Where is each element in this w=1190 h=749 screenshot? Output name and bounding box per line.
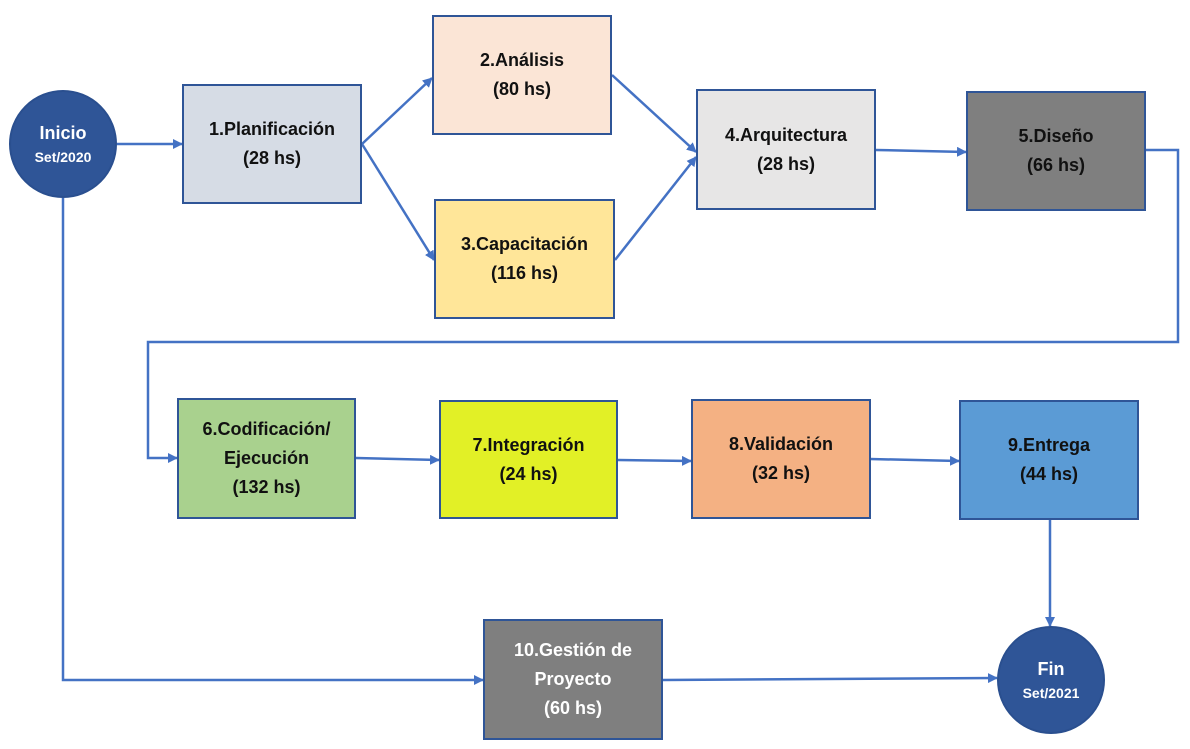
end-node: Fin Set/2021 [997, 626, 1105, 734]
arrow-start-to-gestion [61, 198, 484, 685]
arrow-capacitacion-to-arquitectura [614, 156, 697, 261]
arrow-analisis-to-arquitectura [611, 74, 697, 153]
task-hours: (32 hs) [751, 463, 811, 483]
task-hours: (44 hs) [1019, 464, 1079, 484]
task-codificacion: 6.Codificación/ Ejecución (132 hs) [177, 398, 356, 519]
task-diseno: 5.Diseño (66 hs) [966, 91, 1146, 211]
arrow-diseno-to-codificacion [146, 148, 1180, 463]
task-label: 3.Capacitación [460, 234, 589, 254]
task-integracion: 7.Integración (24 hs) [439, 400, 618, 519]
task-label: 10.Gestión de [513, 640, 633, 660]
task-gestion: 10.Gestión de Proyecto (60 hs) [483, 619, 663, 740]
arrow-planificacion-to-analisis [361, 77, 433, 145]
task-hours: (80 hs) [492, 79, 552, 99]
start-date: Set/2020 [34, 149, 92, 165]
arrow-gestion-to-fin [662, 673, 998, 684]
task-capacitacion: 3.Capacitación (116 hs) [434, 199, 615, 319]
task-label: 9.Entrega [1007, 435, 1091, 455]
start-node: Inicio Set/2020 [9, 90, 117, 198]
task-hours: (28 hs) [756, 153, 816, 174]
task-hours: (24 hs) [499, 463, 558, 484]
task-hours: (132 hs) [232, 477, 301, 497]
start-title: Inicio [39, 123, 87, 143]
task-label: 6.Codificación/ [202, 419, 331, 439]
task-hours: (60 hs) [543, 698, 603, 718]
task-label: 4.Arquitectura [724, 124, 848, 145]
task-entrega: 9.Entrega (44 hs) [959, 400, 1139, 520]
task-hours: (116 hs) [490, 263, 559, 283]
task-label: 2.Análisis [479, 50, 565, 70]
end-date: Set/2021 [1022, 685, 1080, 701]
task-analisis: 2.Análisis (80 hs) [432, 15, 612, 135]
task-label-cont: Ejecución [223, 448, 310, 468]
task-arquitectura: 4.Arquitectura (28 hs) [696, 89, 876, 210]
task-planificacion: 1.Planificación (28 hs) [182, 84, 362, 204]
task-label: 1.Planificación [208, 119, 336, 139]
end-title: Fin [1037, 659, 1065, 679]
arrow-validacion-to-entrega [869, 455, 960, 466]
task-validacion: 8.Validación (32 hs) [691, 399, 871, 519]
task-label: 7.Integración [472, 434, 585, 455]
arrow-arquitectura-to-diseno [875, 146, 967, 157]
task-hours: (28 hs) [242, 148, 302, 168]
task-hours: (66 hs) [1026, 155, 1086, 175]
task-label-cont: Proyecto [534, 669, 612, 689]
arrow-codificacion-to-integracion [355, 454, 440, 465]
task-label: 5.Diseño [1018, 126, 1094, 146]
task-label: 8.Validación [728, 434, 834, 454]
arrow-planificacion-to-capacitacion [360, 143, 436, 261]
arrow-integracion-to-validacion [617, 455, 692, 466]
